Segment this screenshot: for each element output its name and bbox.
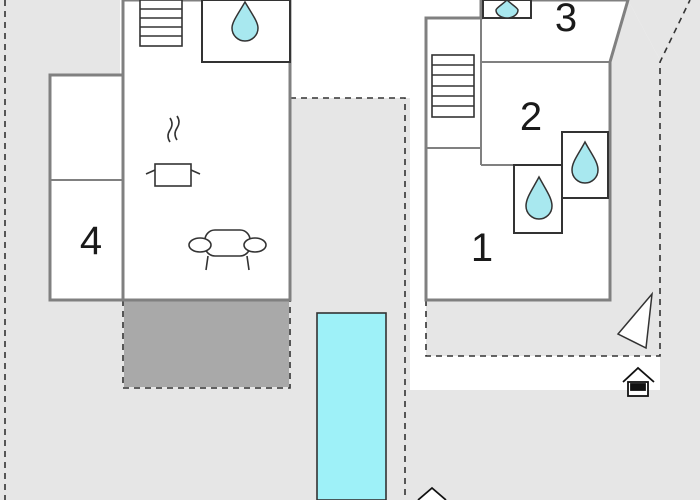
bathroom-drop-icon <box>571 140 599 184</box>
bathroom-drop-icon <box>495 0 519 19</box>
left-house-annex <box>48 73 125 302</box>
swimming-pool <box>316 312 387 500</box>
plot-boundary-right-house <box>425 0 691 357</box>
kitchen-pot-icon <box>145 115 201 187</box>
covered-terrace <box>124 301 289 387</box>
room-label-3: 3 <box>555 0 577 40</box>
plot-boundaries <box>4 0 691 500</box>
room-label-1: 1 <box>471 226 493 270</box>
stairs-icon <box>139 0 183 47</box>
terrace-boundary <box>122 300 291 389</box>
right-house <box>424 0 630 302</box>
entrance-house-icon <box>417 486 447 500</box>
armchair-icon <box>188 229 267 271</box>
stairs-icon <box>431 54 475 118</box>
entrance-house-icon <box>622 366 655 397</box>
bathroom-drop-icon <box>525 175 553 220</box>
right-bathroom-b <box>513 164 563 234</box>
right-house-outline <box>424 0 630 302</box>
plot-boundary-pool-area <box>290 97 406 500</box>
room-label-4: 4 <box>80 219 102 263</box>
bathroom-drop-icon <box>231 0 259 42</box>
room-label-2: 2 <box>520 95 542 139</box>
north-arrow-icon <box>616 291 654 350</box>
left-house <box>48 0 292 302</box>
right-garden-area <box>410 0 700 500</box>
